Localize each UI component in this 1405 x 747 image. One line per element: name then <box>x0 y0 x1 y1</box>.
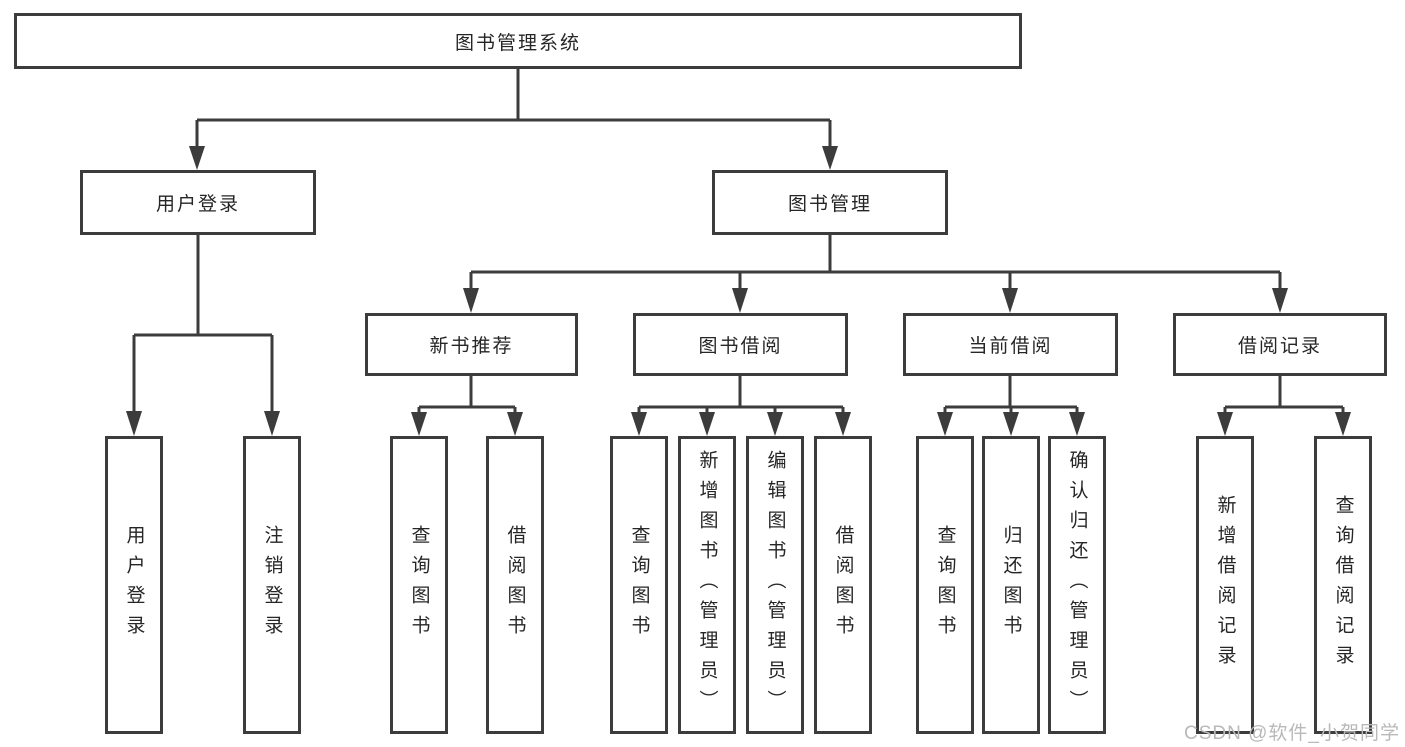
leaf-user-login-label: 用户登录 <box>123 525 145 645</box>
node-new-book-recommendation: 新书推荐 <box>365 313 578 376</box>
connector-book-management-to-level3 <box>463 235 1288 313</box>
leaf-current-query-books-label: 查询图书 <box>934 525 956 645</box>
leaf-confirm-return-admin: 确认归还（管理员） <box>1048 436 1106 734</box>
leaf-newbook-query-books-label: 查询图书 <box>408 525 430 645</box>
leaf-return-books: 归还图书 <box>982 436 1040 734</box>
leaf-borrowing-query-books: 查询图书 <box>610 436 668 734</box>
connector-user-login-to-leaves <box>126 235 280 436</box>
leaf-edit-books-admin: 编辑图书（管理员） <box>746 436 804 734</box>
leaf-current-query-books: 查询图书 <box>916 436 974 734</box>
node-user-login-label: 用户登录 <box>155 194 240 215</box>
leaf-confirm-return-admin-label: 确认归还（管理员） <box>1066 450 1088 720</box>
leaf-add-borrow-record: 新增借阅记录 <box>1196 436 1254 734</box>
leaf-add-books-admin: 新增图书（管理员） <box>678 436 736 734</box>
leaf-return-books-label: 归还图书 <box>1000 525 1022 645</box>
node-borrowing-records: 借阅记录 <box>1173 313 1387 376</box>
node-book-management: 图书管理 <box>712 170 948 235</box>
node-current-borrowing: 当前借阅 <box>903 313 1118 376</box>
connector-current-borrowing-to-leaves <box>937 376 1085 436</box>
leaf-newbook-borrow-books-label: 借阅图书 <box>504 525 526 645</box>
node-root-label: 图书管理系统 <box>454 32 581 54</box>
leaf-logout: 注销登录 <box>243 436 301 734</box>
leaf-logout-label: 注销登录 <box>261 525 283 645</box>
connector-new-book-to-leaves <box>411 376 523 436</box>
node-book-management-label: 图书管理 <box>787 194 872 215</box>
leaf-borrowing-borrow-books-label: 借阅图书 <box>832 525 854 645</box>
leaf-add-books-admin-label: 新增图书（管理员） <box>696 450 718 720</box>
node-new-book-recommendation-label: 新书推荐 <box>429 336 514 357</box>
node-user-login: 用户登录 <box>80 170 316 235</box>
leaf-borrowing-borrow-books: 借阅图书 <box>814 436 872 734</box>
connector-borrowing-records-to-leaves <box>1217 376 1351 436</box>
node-current-borrowing-label: 当前借阅 <box>968 336 1053 357</box>
leaf-newbook-query-books: 查询图书 <box>390 436 448 734</box>
node-book-borrowing-label: 图书借阅 <box>698 336 783 357</box>
leaf-newbook-borrow-books: 借阅图书 <box>486 436 544 734</box>
leaf-edit-books-admin-label: 编辑图书（管理员） <box>764 450 786 720</box>
leaf-user-login: 用户登录 <box>105 436 163 734</box>
node-borrowing-records-label: 借阅记录 <box>1237 336 1322 357</box>
csdn-watermark: CSDN @软件_小贺同学 <box>1184 723 1400 744</box>
node-book-borrowing: 图书借阅 <box>633 313 848 376</box>
node-root: 图书管理系统 <box>14 13 1022 69</box>
connector-root-to-level2 <box>189 69 838 170</box>
leaf-query-borrow-record: 查询借阅记录 <box>1314 436 1372 734</box>
leaf-add-borrow-record-label: 新增借阅记录 <box>1214 495 1236 675</box>
connector-book-borrowing-to-leaves <box>631 376 851 436</box>
leaf-borrowing-query-books-label: 查询图书 <box>628 525 650 645</box>
leaf-query-borrow-record-label: 查询借阅记录 <box>1332 495 1354 675</box>
